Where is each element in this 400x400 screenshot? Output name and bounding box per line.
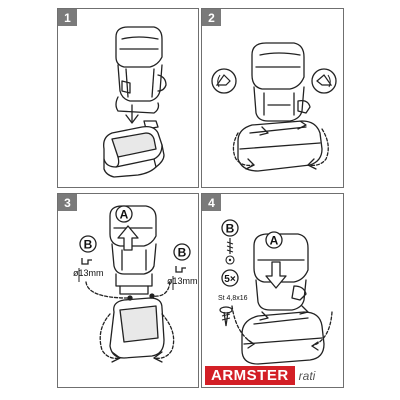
quantity-callout: 5× [221,269,239,287]
step-1-panel: 1 [57,8,199,188]
part-b-left-callout: B ø13mm [73,235,104,282]
rati-wordmark: rati [298,368,316,383]
part-a-callout: A [115,205,133,223]
armster-wordmark: ARMSTER [205,366,295,385]
drill-bit-icon [226,238,234,254]
part-b-callout: B [221,219,239,265]
step-number-badge: 2 [202,9,221,26]
rotate-right-icon [311,68,337,94]
step-1-illustration [103,26,167,178]
drill-bit-right-icon [175,266,186,273]
step-4-panel: 4 A [201,193,344,388]
step-3-panel: 3 [57,193,199,388]
brand-logo: ARMSTER rati [205,366,315,385]
step-number-badge: 1 [58,9,77,26]
part-b-label: B [226,222,235,236]
step-number-badge: 3 [58,194,77,211]
part-a-label: A [120,208,129,222]
quantity-label: 5× [224,274,236,285]
screw-icon [219,306,233,327]
rotate-left-icon [211,68,237,94]
step-number-badge: 4 [202,194,221,211]
part-a-label: A [270,234,279,248]
part-a-callout: A [265,231,283,249]
drill-bit-left-icon [81,258,92,265]
washer-icon [225,255,235,265]
diameter-right-label: ø13mm [167,276,198,286]
step-2-panel: 2 [201,8,344,188]
step-2-illustration [211,42,337,172]
diameter-left-label: ø13mm [73,268,104,278]
step-3-illustration: A B ø13mm B ø13mm [73,205,198,363]
step-4-illustration: A B 5× St 4,8x16 [218,219,333,365]
part-b-left-label: B [84,238,93,252]
part-b-right-callout: B ø13mm [167,243,198,290]
part-b-right-label: B [178,246,187,260]
screw-size-label: St 4,8x16 [218,295,248,302]
